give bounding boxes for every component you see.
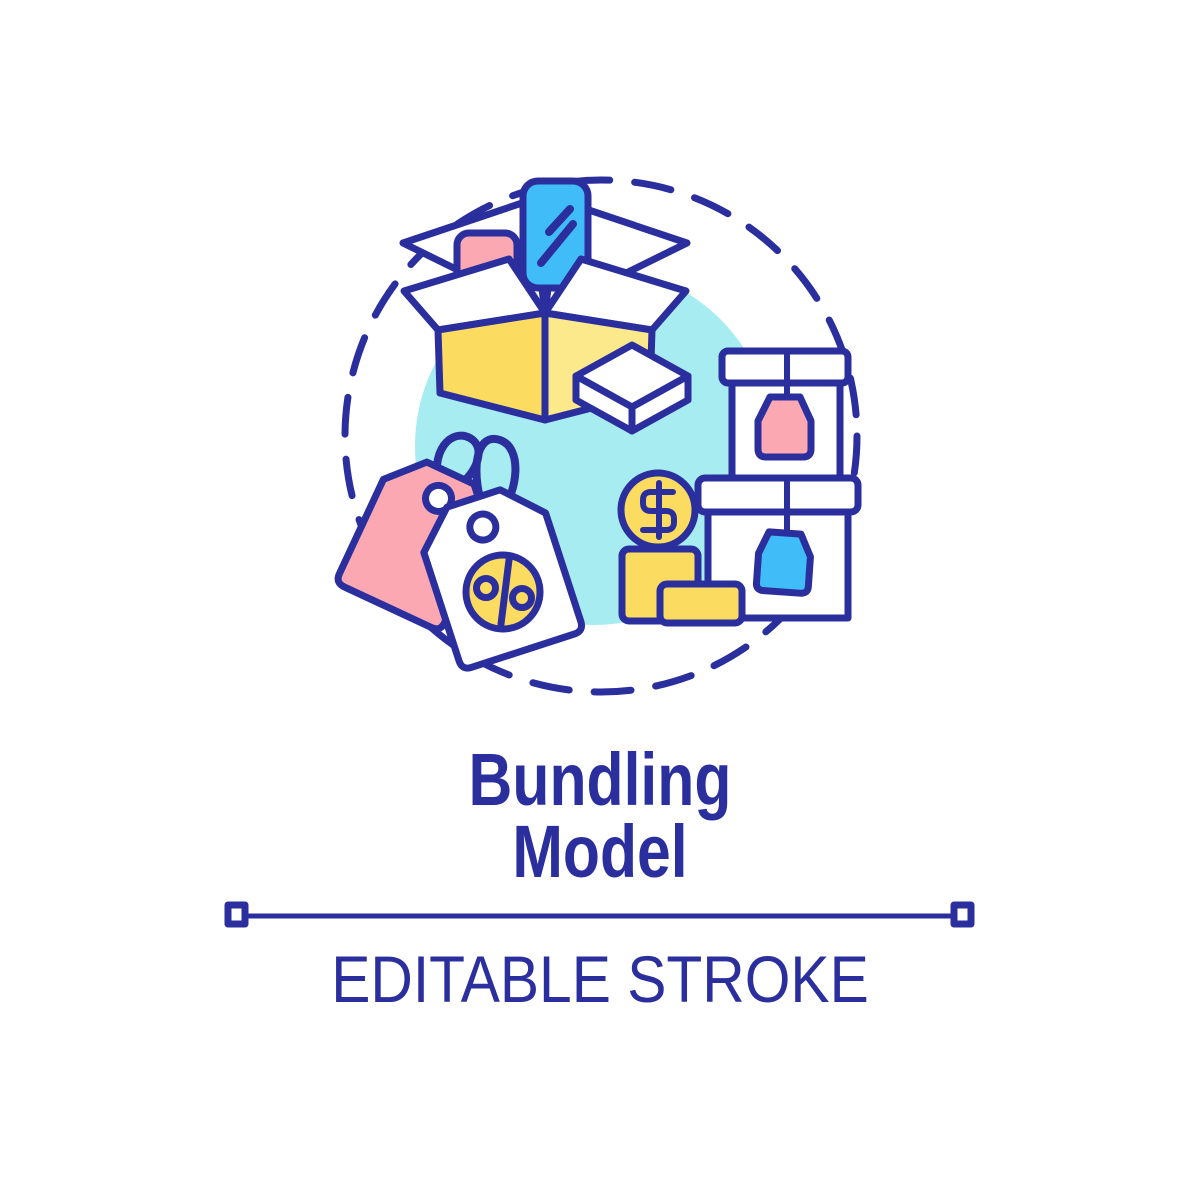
divider-endpoint-right	[950, 901, 975, 928]
gift-box-top-tag-pink	[754, 393, 815, 461]
page-title: Bundling Model	[108, 738, 1092, 893]
percent-ring-right	[509, 585, 535, 611]
title-line-1: Bundling	[468, 738, 732, 821]
title-line-2: Model	[512, 810, 688, 893]
divider-endpoint-left	[224, 901, 249, 928]
dollar-sign-curve	[640, 489, 677, 533]
smartphone-glare-1	[545, 205, 574, 236]
money-block-wide	[656, 580, 746, 627]
open-box-icon	[399, 177, 692, 435]
blue-tag-shape	[752, 528, 814, 597]
smartphone-glare-2	[537, 220, 577, 267]
cube-icon	[572, 341, 692, 435]
dashed-border-circle	[341, 176, 861, 696]
divider	[224, 901, 975, 928]
percent-symbol: %	[473, 556, 535, 628]
price-tags-icon: %	[334, 431, 586, 672]
gift-boxes-icon	[694, 347, 862, 622]
gift-box-bottom-tag-blue	[752, 528, 814, 597]
tag-string-right	[472, 434, 520, 523]
cube-right-face	[628, 372, 692, 435]
smartphone-icon	[519, 177, 592, 292]
dollar-sign: $	[640, 480, 677, 540]
white-tag-hole	[466, 510, 500, 544]
money-stack-icon: $	[617, 469, 746, 627]
percent-slash	[497, 556, 513, 628]
percent-ring-left	[473, 575, 499, 601]
gift-box-bottom-lid	[694, 474, 862, 516]
subtitle-editable-stroke: EDITABLE STROKE	[331, 942, 869, 1016]
